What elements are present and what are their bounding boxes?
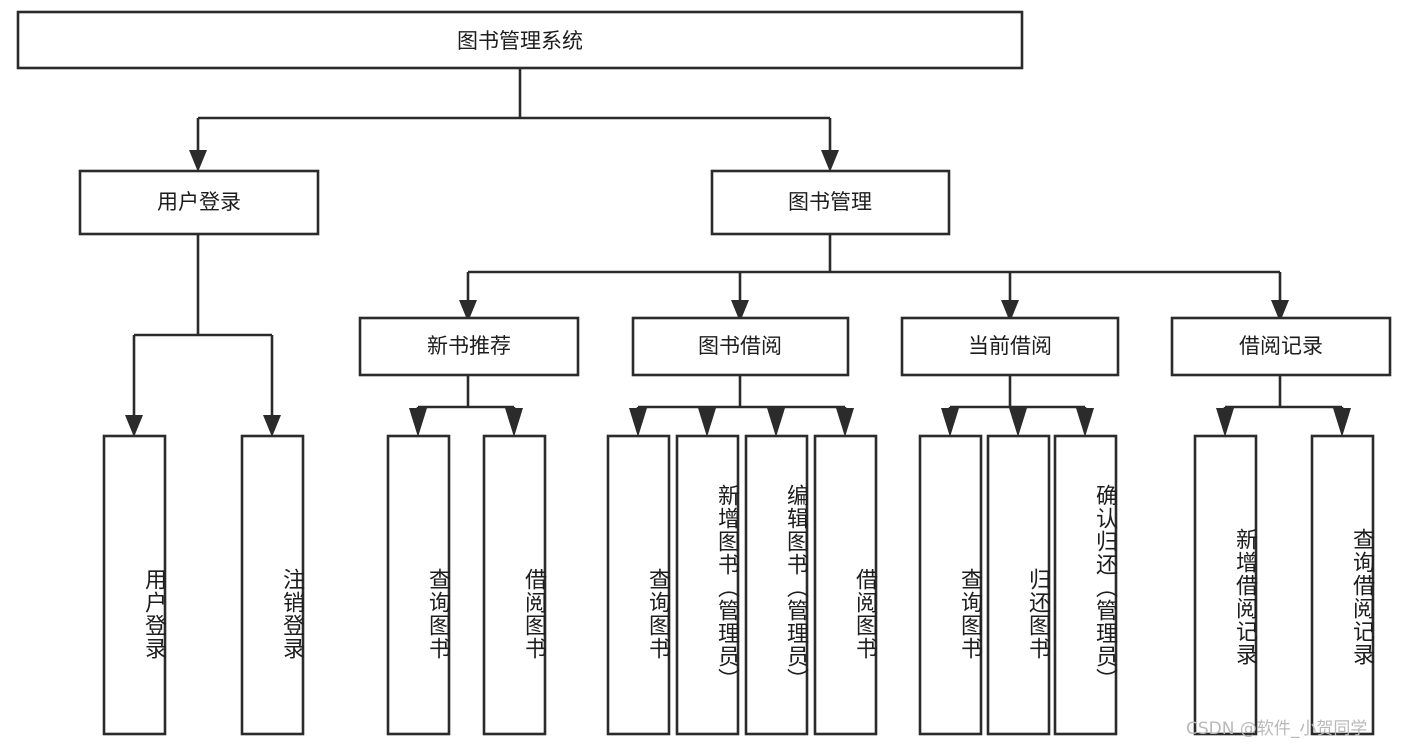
arrowhead-bookmgmt xyxy=(821,150,839,172)
arrowhead-g2 xyxy=(731,300,749,322)
label-layer-horizontal: 图书管理系统 用户登录 图书管理 新书推荐 图书借阅 当前借阅 借阅记录 xyxy=(157,29,1323,358)
arrowhead-g1-leaf1 xyxy=(409,408,427,437)
arrowhead-g2-leaf2 xyxy=(698,408,716,437)
leaf-borrow-record-1[interactable] xyxy=(1193,434,1258,736)
arrowhead-g4-leaf2 xyxy=(1333,408,1351,437)
arrowhead-g2-leaf1 xyxy=(629,408,647,437)
leaf-current-borrow-1[interactable] xyxy=(918,434,983,736)
node-layer xyxy=(16,10,1392,736)
node-borrow-record[interactable] xyxy=(1170,316,1392,377)
leaf-current-borrow-3[interactable] xyxy=(1053,434,1118,736)
label-current-borrow: 当前借阅 xyxy=(968,334,1052,358)
arrowhead-g3-leaf2 xyxy=(1009,408,1027,437)
node-book-borrow[interactable] xyxy=(631,316,850,377)
arrowhead-userlogin-leaf2 xyxy=(263,415,281,437)
label-root: 图书管理系统 xyxy=(457,29,583,53)
arrowhead-g2-leaf3 xyxy=(767,408,785,437)
leaf-book-borrow-3[interactable] xyxy=(744,434,809,736)
leaf-book-borrow-1[interactable] xyxy=(606,434,671,736)
leaf-new-book-2[interactable] xyxy=(482,434,547,736)
label-book-borrow: 图书借阅 xyxy=(698,334,782,358)
arrowhead-g1 xyxy=(459,300,477,322)
arrowhead-userlogin-leaf1 xyxy=(125,415,143,437)
leaf-book-borrow-4[interactable] xyxy=(813,434,878,736)
leaf-user-login-2[interactable] xyxy=(240,434,305,736)
arrowhead-g4 xyxy=(1271,300,1289,322)
node-root[interactable] xyxy=(16,10,1024,70)
leaf-user-login-1[interactable] xyxy=(102,434,167,736)
leaf-borrow-record-2[interactable] xyxy=(1310,434,1375,736)
leaf-book-borrow-2[interactable] xyxy=(675,434,740,736)
node-new-book-recommend[interactable] xyxy=(358,316,580,377)
label-borrow-record: 借阅记录 xyxy=(1239,334,1323,358)
csdn-watermark: CSDN @软件_小贺同学 xyxy=(1186,719,1368,739)
arrowhead-g2-leaf4 xyxy=(836,408,854,437)
label-user-login: 用户登录 xyxy=(157,190,241,214)
arrowhead-g3-leaf3 xyxy=(1076,408,1094,437)
arrowhead-g4-leaf1 xyxy=(1216,408,1234,437)
leaf-current-borrow-2[interactable] xyxy=(986,434,1051,736)
node-current-borrow[interactable] xyxy=(900,316,1120,377)
leaf-new-book-1[interactable] xyxy=(386,434,451,736)
label-new-book-recommend: 新书推荐 xyxy=(427,334,511,358)
node-user-login[interactable] xyxy=(78,169,320,236)
node-book-management[interactable] xyxy=(710,169,951,236)
arrowhead-g1-leaf2 xyxy=(505,408,523,437)
arrowhead-userlogin xyxy=(189,150,207,172)
label-book-management: 图书管理 xyxy=(788,190,872,214)
arrowhead-layer xyxy=(125,150,1351,437)
arrowhead-g3 xyxy=(1001,300,1019,322)
arrowhead-g3-leaf1 xyxy=(941,408,959,437)
